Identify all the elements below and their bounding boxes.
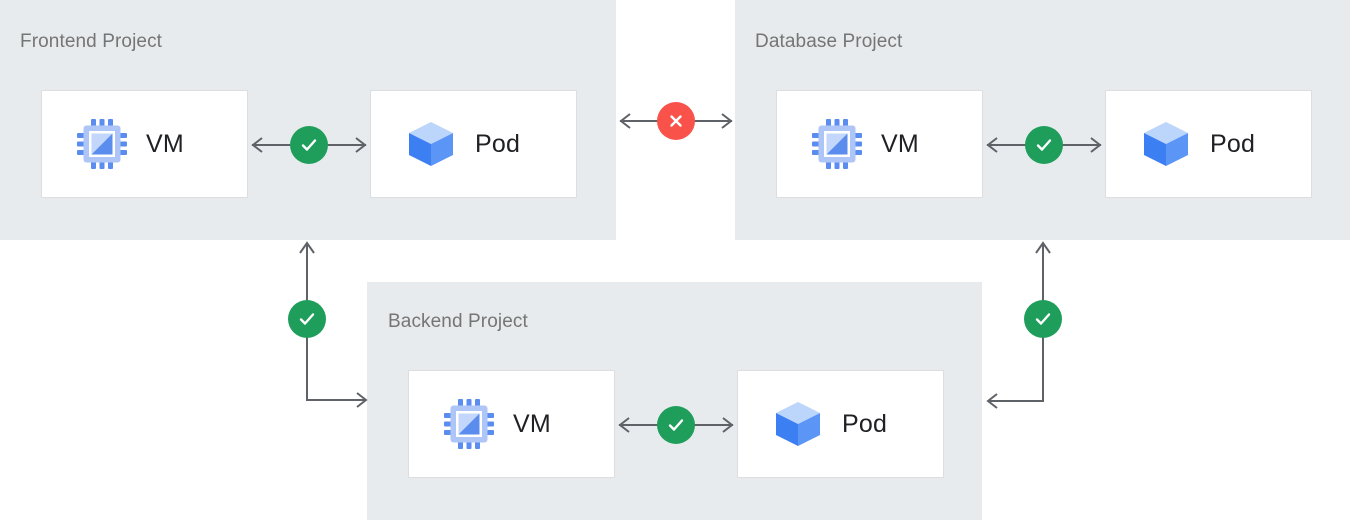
card-database-pod[interactable]: Pod	[1105, 90, 1312, 198]
card-frontend-pod[interactable]: Pod	[370, 90, 577, 198]
check-icon	[299, 313, 315, 325]
status-badge-database-to-backend[interactable]	[1024, 300, 1062, 338]
vm-chip-icon	[76, 118, 128, 170]
panel-title-backend: Backend Project	[388, 311, 528, 332]
pod-cube-icon	[405, 118, 457, 170]
card-label-backend-vm: VM	[513, 409, 551, 438]
status-badge-frontend-internal[interactable]	[290, 126, 328, 164]
card-label-frontend-pod: Pod	[475, 129, 521, 158]
status-badge-database-internal[interactable]	[1025, 126, 1063, 164]
card-backend-vm[interactable]: VM	[408, 370, 615, 478]
check-icon	[1036, 139, 1052, 151]
pod-cube-icon	[772, 398, 824, 450]
card-label-frontend-vm: VM	[146, 129, 184, 158]
card-frontend-vm[interactable]: VM	[41, 90, 248, 198]
check-icon	[668, 419, 684, 431]
vm-chip-icon	[811, 118, 863, 170]
check-icon	[1035, 313, 1051, 325]
pod-cube-icon	[1140, 118, 1192, 170]
panel-title-frontend: Frontend Project	[20, 31, 163, 52]
status-badge-frontend-to-database[interactable]	[657, 102, 695, 140]
close-icon	[670, 115, 682, 127]
status-badge-frontend-to-backend[interactable]	[288, 300, 326, 338]
check-icon	[301, 139, 317, 151]
card-backend-pod[interactable]: Pod	[737, 370, 944, 478]
vm-chip-icon	[443, 398, 495, 450]
card-label-database-vm: VM	[881, 129, 919, 158]
card-label-database-pod: Pod	[1210, 129, 1256, 158]
card-label-backend-pod: Pod	[842, 409, 888, 438]
card-database-vm[interactable]: VM	[776, 90, 983, 198]
status-badge-backend-internal[interactable]	[657, 406, 695, 444]
panel-title-database: Database Project	[755, 31, 903, 52]
